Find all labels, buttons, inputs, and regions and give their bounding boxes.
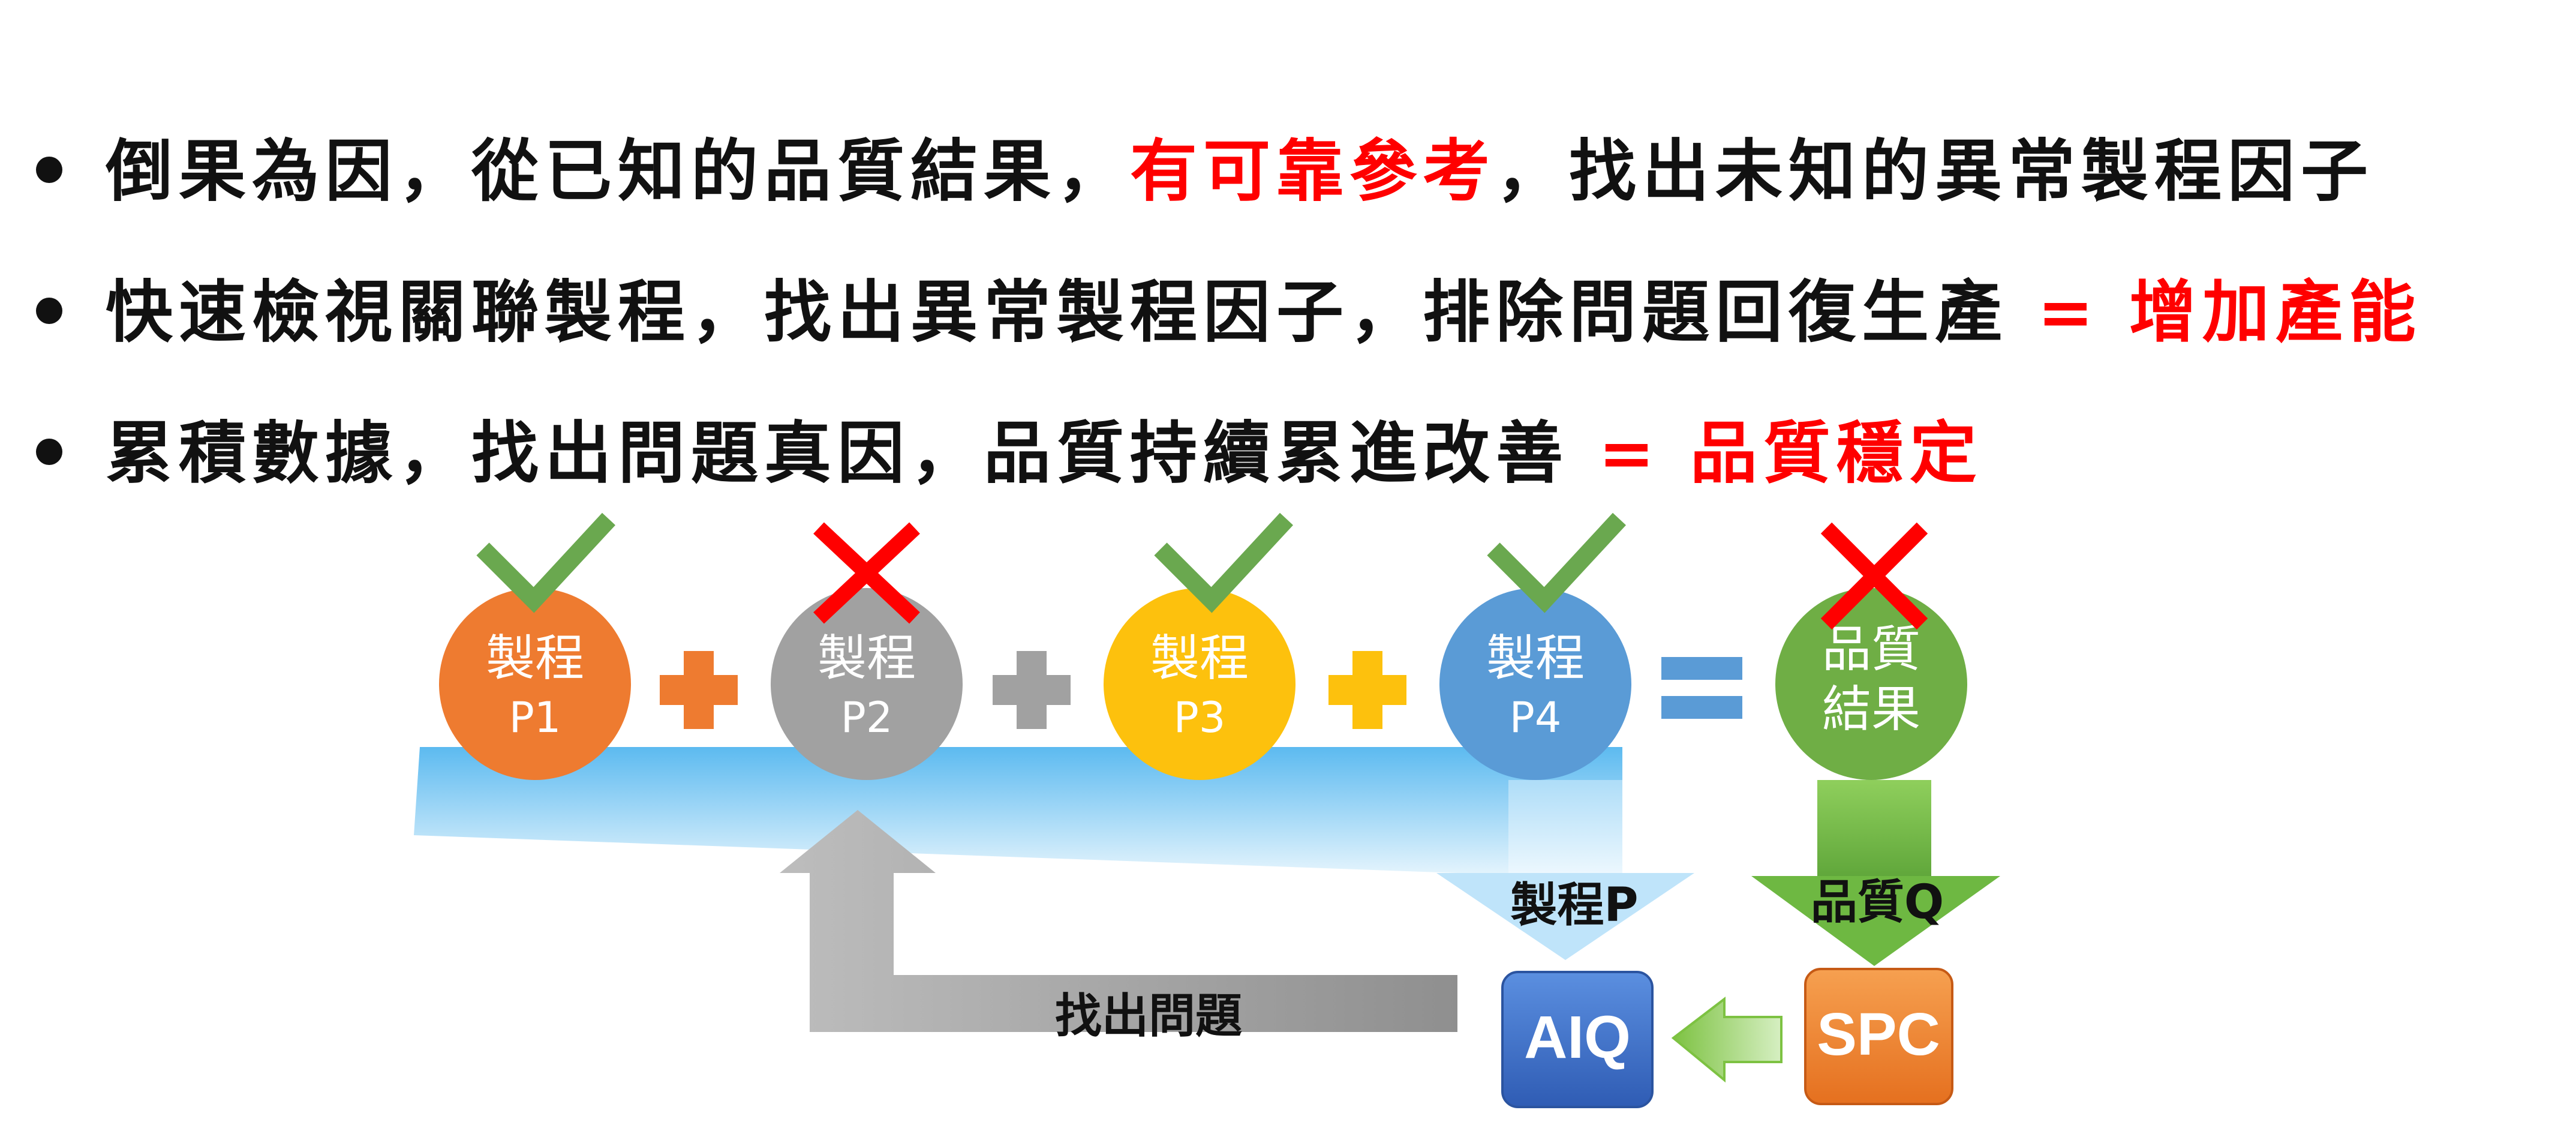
aiq-label: AIQ (1524, 1004, 1631, 1071)
svg-text:品質: 品質 (1822, 621, 1920, 678)
quality-q-label: 品質Q (1811, 875, 1944, 929)
node-quality-result: 品質 結果 (1775, 588, 1967, 780)
svg-text:P3: P3 (1174, 693, 1226, 742)
svg-text:製程: 製程 (1150, 630, 1249, 687)
svg-text:P1: P1 (509, 693, 561, 742)
bullet-3-text-a: 累積數據，找出問題真因，品質持續累進改善 (106, 414, 1569, 493)
spc-to-aiq-arrow (1671, 996, 1783, 1083)
operator-plus-1 (660, 651, 738, 729)
bullet-item-3: 累積數據，找出問題真因，品質持續累進改善 = 品質穩定 (36, 399, 2422, 540)
operator-plus-2 (993, 651, 1071, 729)
spc-label: SPC (1817, 1001, 1940, 1068)
spc-box (1804, 968, 1953, 1105)
bullet-dot (36, 297, 62, 324)
svg-text:P2: P2 (841, 693, 893, 742)
svg-text:結果: 結果 (1822, 681, 1920, 738)
process-p-label: 製程P (1510, 878, 1638, 932)
bullet-1-text-highlight: 有可靠參考 (1130, 132, 1496, 211)
svg-text:製程: 製程 (1486, 630, 1585, 687)
return-arrow (780, 810, 1457, 1032)
svg-text:製程: 製程 (817, 630, 916, 687)
bullet-dot (36, 156, 62, 183)
bullet-1-text-a: 倒果為因，從已知的品質結果， (106, 132, 1130, 211)
bullet-2-text-a: 快速檢視關聯製程，找出異常製程因子，排除問題回復生產 (106, 273, 2008, 352)
operator-plus-3 (1328, 651, 1406, 729)
svg-text:P4: P4 (1510, 693, 1562, 742)
process-down-arrow (1436, 873, 1694, 960)
bullet-2-text-highlight: = 增加產能 (2008, 273, 2422, 352)
flow-band (414, 747, 1622, 879)
node-p2: 製程 P2 (771, 588, 963, 780)
node-p1: 製程 P1 (439, 588, 631, 780)
node-p4: 製程 P4 (1439, 588, 1631, 780)
quality-down-shaft (1817, 780, 1931, 879)
node-p3: 製程 P3 (1104, 588, 1295, 780)
operator-equals (1661, 657, 1742, 719)
quality-down-arrow (1751, 876, 2000, 966)
check-icon (476, 512, 616, 613)
check-icon (1487, 512, 1627, 613)
aiq-box (1501, 971, 1654, 1108)
bullet-3-text-highlight: = 品質穩定 (1569, 414, 1983, 493)
cross-icon (813, 522, 920, 624)
bullet-dot (36, 438, 62, 465)
bullet-list: 倒果為因，從已知的品質結果，有可靠參考，找出未知的異常製程因子 快速檢視關聯製程… (36, 117, 2422, 540)
flow-band-down (1508, 780, 1622, 876)
bullet-item-1: 倒果為因，從已知的品質結果，有可靠參考，找出未知的異常製程因子 (36, 117, 2422, 258)
find-problem-label: 找出問題 (1055, 989, 1242, 1043)
svg-text:製程: 製程 (486, 630, 584, 687)
check-icon (1154, 512, 1294, 613)
cross-icon (1820, 522, 1928, 630)
bullet-1-text-b: ，找出未知的異常製程因子 (1496, 132, 2374, 211)
bullet-item-2: 快速檢視關聯製程，找出異常製程因子，排除問題回復生產 = 增加產能 (36, 258, 2422, 399)
